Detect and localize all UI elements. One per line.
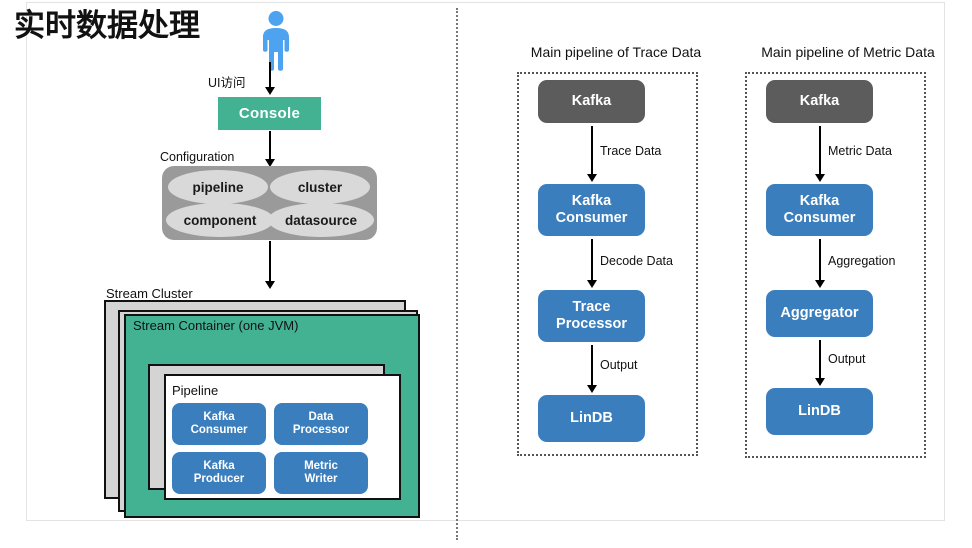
- metric-node-kafka[interactable]: Kafka: [766, 80, 873, 123]
- ui-access-label: UI访问: [208, 76, 246, 90]
- metric-arrow-2: [815, 239, 825, 288]
- trace-arrow-3: [587, 345, 597, 393]
- trace-arrow-1: [587, 126, 597, 182]
- configuration-label: Configuration: [160, 150, 235, 164]
- trace-edge-label-2: Decode Data: [600, 254, 673, 268]
- trace-arrow-2: [587, 239, 597, 288]
- metric-edge-label-3: Output: [828, 352, 866, 366]
- metric-edge-label-2: Aggregation: [828, 254, 896, 268]
- metric-pipeline-container: [745, 72, 926, 458]
- vertical-divider: [456, 8, 458, 540]
- config-item-cluster[interactable]: cluster: [270, 170, 370, 204]
- config-item-component[interactable]: component: [166, 203, 274, 237]
- config-item-pipeline[interactable]: pipeline: [168, 170, 268, 204]
- trace-pipeline-title: Main pipeline of Trace Data: [530, 44, 702, 60]
- metric-node-lindb[interactable]: LinDB: [766, 388, 873, 435]
- metric-node-aggregator[interactable]: Aggregator: [766, 290, 873, 337]
- arrow-configuration-to-stream-cluster: [265, 241, 275, 289]
- trace-edge-label-3: Output: [600, 358, 638, 372]
- trace-node-kafka[interactable]: Kafka: [538, 80, 645, 123]
- pipeline-label: Pipeline: [172, 383, 219, 398]
- console-box[interactable]: Console: [218, 97, 321, 130]
- trace-edge-label-1: Trace Data: [600, 144, 662, 158]
- person-icon: [263, 11, 289, 71]
- page-title: 实时数据处理: [14, 8, 200, 43]
- stream-cluster-label: Stream Cluster: [106, 286, 193, 301]
- stream-container-label: Stream Container (one JVM): [133, 318, 299, 333]
- metric-edge-label-1: Metric Data: [828, 144, 892, 158]
- arrow-person-to-console: [265, 62, 275, 95]
- config-item-datasource[interactable]: datasource: [268, 203, 374, 237]
- metric-arrow-1: [815, 126, 825, 182]
- trace-node-lindb[interactable]: LinDB: [538, 395, 645, 442]
- trace-pipeline-container: [517, 72, 698, 456]
- metric-pipeline-title: Main pipeline of Metric Data: [761, 44, 935, 60]
- arrow-console-to-configuration: [265, 131, 275, 167]
- configuration-group: pipeline cluster component datasource: [162, 166, 377, 240]
- metric-arrow-3: [815, 340, 825, 386]
